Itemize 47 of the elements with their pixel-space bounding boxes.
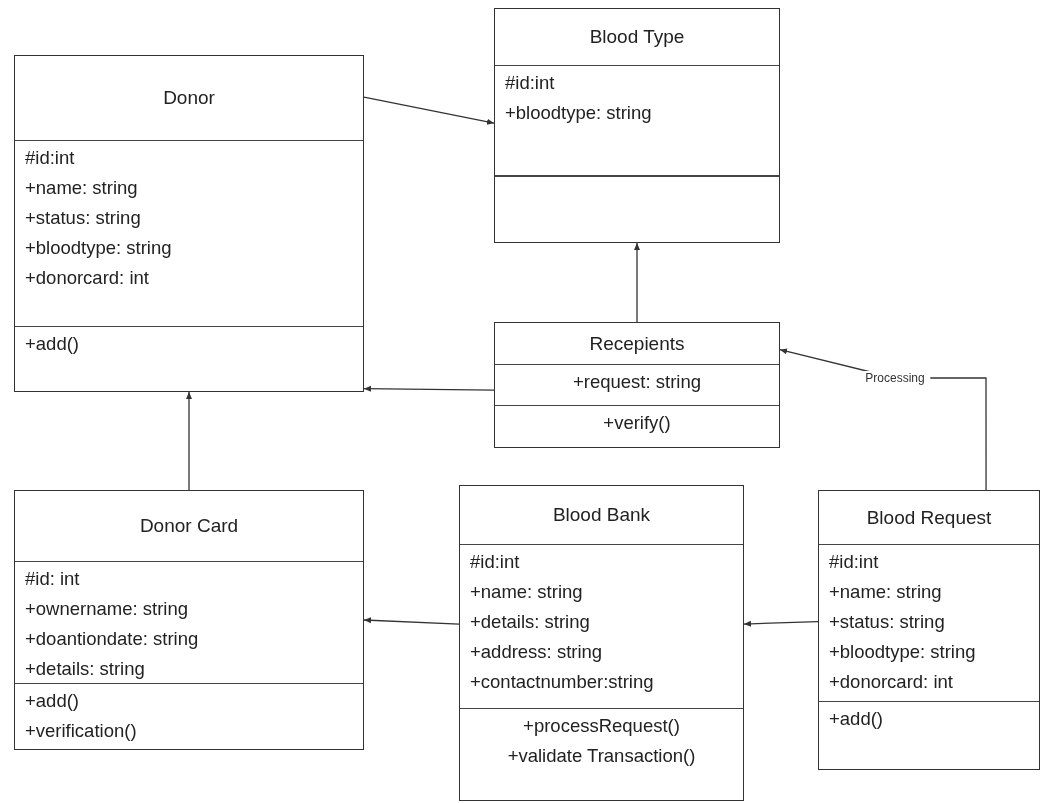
class-box [494, 322, 780, 448]
attribute-text: +bloodtype: string [829, 640, 976, 664]
class-box [818, 490, 1040, 770]
arrow [743, 620, 819, 627]
arrow [363, 617, 460, 625]
arrow [363, 96, 495, 125]
attribute-text: +donorcard: int [25, 266, 149, 290]
attribute-text: +doantiondate: string [25, 627, 199, 651]
method-text: +verification() [25, 719, 137, 743]
method-text: +processRequest() [523, 714, 680, 738]
attribute-text: +details: string [470, 610, 590, 634]
method-text: +verify() [603, 411, 671, 435]
attribute-text: +bloodtype: string [25, 236, 172, 260]
attribute-text: #id: int [25, 567, 80, 591]
attribute-text: +ownername: string [25, 597, 188, 621]
attribute-text: +name: string [829, 580, 942, 604]
arrow [363, 385, 495, 392]
class-name: Blood Request [866, 505, 992, 530]
attribute-text: #id:int [25, 146, 75, 170]
class-name: Blood Type [589, 25, 685, 49]
attribute-text: +name: string [470, 580, 583, 604]
attribute-text: +address: string [470, 640, 603, 664]
attribute-text: #id:int [829, 550, 879, 574]
attribute-text: +status: string [829, 610, 945, 634]
method-text: +validate Transaction() [507, 744, 696, 768]
attribute-text: +name: string [25, 176, 138, 200]
attribute-text: +status: string [25, 206, 141, 230]
class-box [14, 55, 364, 392]
arrow [186, 391, 192, 491]
attribute-text: +request: string [573, 370, 701, 394]
attribute-text: #id:int [505, 71, 555, 95]
class-name: Recepients [589, 331, 685, 356]
attribute-text: +bloodtype: string [505, 101, 652, 125]
method-text: +add() [25, 689, 79, 713]
class-box [459, 485, 744, 801]
class-name: Donor [163, 86, 215, 110]
method-text: +add() [829, 707, 883, 731]
class-box [14, 490, 364, 750]
method-text: +add() [25, 332, 79, 356]
attribute-text: +details: string [25, 657, 145, 681]
class-name: Donor Card [139, 514, 239, 538]
attribute-text: +donorcard: int [829, 670, 953, 694]
attribute-text: #id:int [470, 550, 520, 574]
arrow [634, 242, 640, 323]
attribute-text: +contactnumber:string [470, 670, 654, 694]
class-box [494, 8, 780, 243]
class-name: Blood Bank [552, 503, 651, 527]
